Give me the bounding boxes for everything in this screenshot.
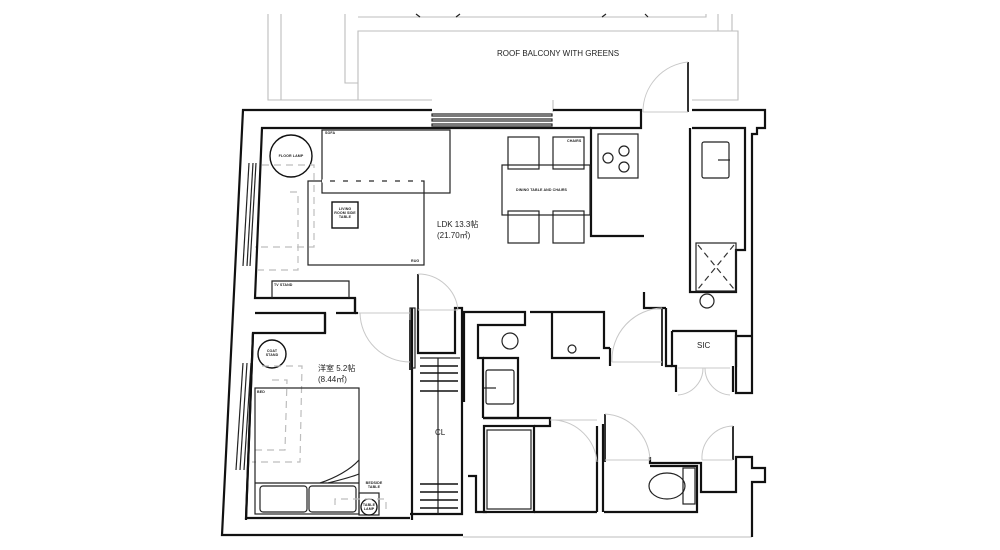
chairs-label: CHAIRS <box>567 139 582 143</box>
ldk-room-name: LDK 13.3帖 <box>437 220 479 229</box>
ldk-room-area: (21.70㎡) <box>437 231 471 240</box>
sofa-label: SOFA <box>325 131 336 135</box>
living-furniture <box>255 129 591 298</box>
bed-label: BED <box>257 390 265 394</box>
bedroom-furniture <box>252 339 387 516</box>
closet-shelves <box>420 365 458 509</box>
roof-balcony <box>267 13 739 112</box>
rug-label: RUG <box>411 259 420 263</box>
bath-fixtures <box>484 332 696 505</box>
exterior-walls <box>220 108 767 537</box>
side-table-label: LIVING ROOM SIDE TABLE <box>334 207 356 220</box>
doors <box>358 61 734 463</box>
bedside-table-label: BEDSIDE TABLE <box>365 481 383 490</box>
window-left-bedroom <box>235 362 252 471</box>
interior-walls <box>244 292 767 538</box>
coat-stand-label: COAT STAND <box>265 349 279 358</box>
western-room-name: 洋室 5.2帖 <box>318 364 356 373</box>
western-room-area: (8.44㎡) <box>318 375 347 384</box>
tv-stand-label: TV STAND <box>274 283 293 287</box>
window-left-living <box>242 162 257 267</box>
sic-label: SIC <box>697 341 711 350</box>
floor-lamp-label: FLOOR LAMP <box>278 154 304 158</box>
balcony-label: ROOF BALCONY WITH GREENS <box>497 49 620 58</box>
kitchen <box>597 133 737 309</box>
dining-table-label: DINING TABLE AND CHAIRS <box>516 188 568 192</box>
table-lamp-label: TABLE LAMP <box>362 503 376 512</box>
closet-label: CL <box>435 428 446 437</box>
